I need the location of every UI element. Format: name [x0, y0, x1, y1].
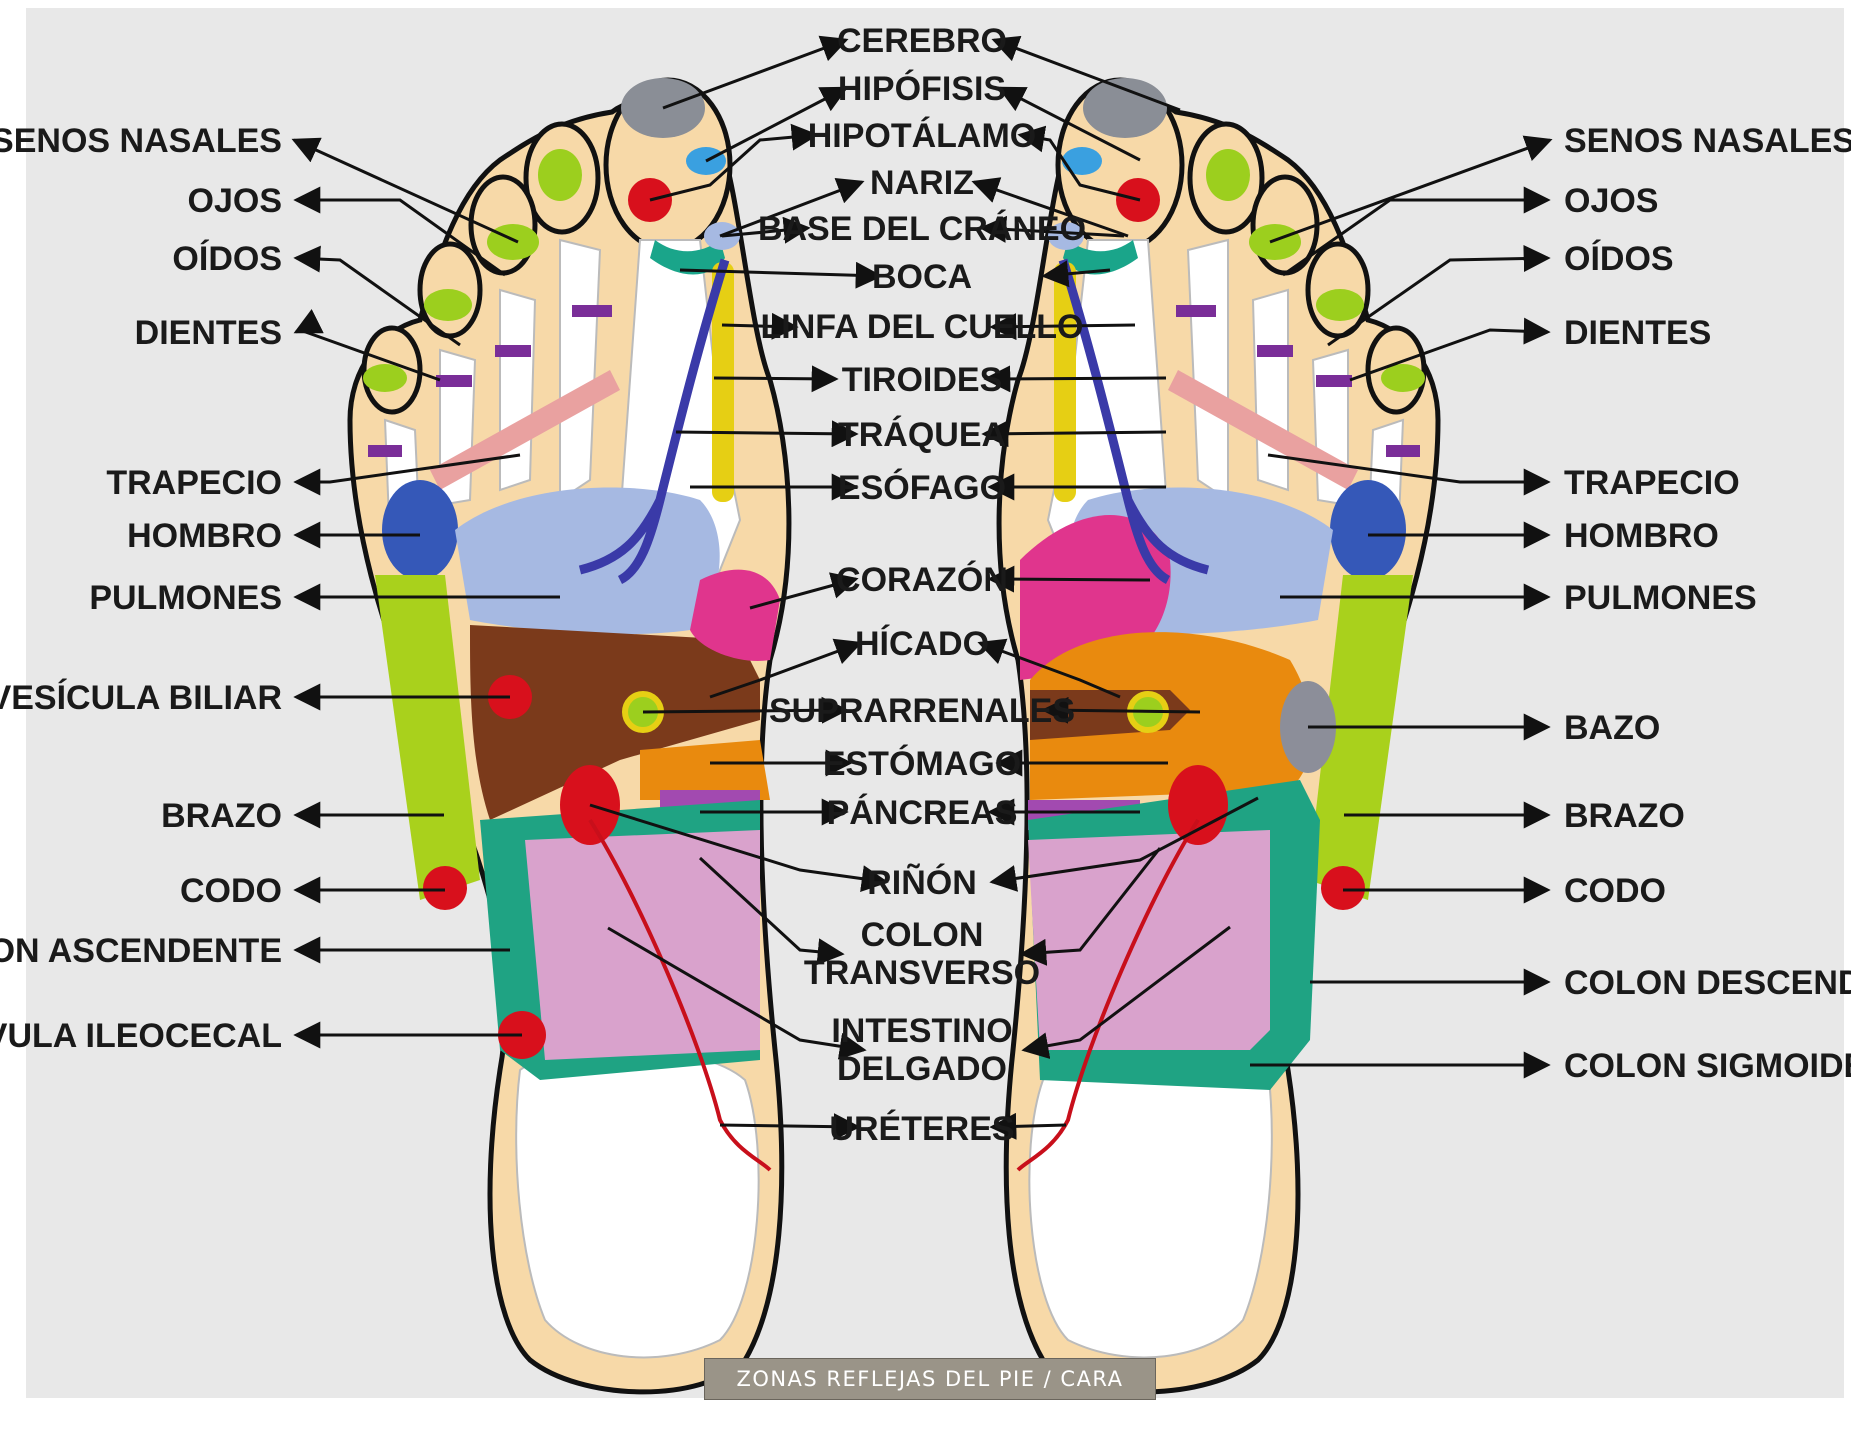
- label-boca: BOCA: [872, 258, 972, 296]
- label-brazo-right: BRAZO: [1564, 797, 1685, 835]
- label-codo-left: CODO: [180, 872, 282, 910]
- label-codo-right: CODO: [1564, 872, 1666, 910]
- label-traquea: TRÁQUEA: [838, 416, 1006, 454]
- right-heel-bone: [1029, 1049, 1271, 1358]
- left-heel-bone: [516, 1049, 758, 1358]
- label-higado: HÍCADO: [855, 625, 989, 663]
- right-dientes-band-2: [1257, 345, 1293, 357]
- label-pulmones-left: PULMONES: [89, 579, 282, 617]
- label-linfa-cuello: LINFA DEL CUELLO: [761, 308, 1084, 346]
- label-estomago: ESTÓMAGO: [823, 745, 1021, 783]
- label-hipofisis: HIPÓFISIS: [838, 70, 1006, 108]
- caption-text: ZONAS REFLEJAS DEL PIE / CARA PLANTAR: [705, 1359, 1155, 1439]
- label-trapecio-left: TRAPECIO: [106, 464, 282, 502]
- label-brazo-left: BRAZO: [161, 797, 282, 835]
- label-senos-nasales-left: SENOS NASALES: [0, 122, 282, 160]
- label-ojos-left: OJOS: [188, 182, 282, 220]
- right-senos-3: [1249, 224, 1301, 260]
- right-dientes-band-4: [1386, 445, 1420, 457]
- right-dientes-band-3: [1316, 375, 1352, 387]
- label-hombro-right: HOMBRO: [1564, 517, 1719, 555]
- label-dientes-right: DIENTES: [1564, 314, 1711, 352]
- right-dientes-band-1: [1176, 305, 1216, 317]
- label-tiroides: TIROIDES: [842, 361, 1003, 399]
- left-dientes-band-2: [495, 345, 531, 357]
- label-pancreas: PÁNCREAS: [827, 794, 1018, 832]
- right-hipofisis-zone: [1062, 147, 1102, 175]
- label-base-craneo: BASE DEL CRÁNEO: [758, 210, 1086, 248]
- left-hombro-zone: [382, 480, 458, 580]
- label-colon-transverso-2: TRANSVERSO: [804, 954, 1040, 992]
- label-oidos-left: OÍDOS: [172, 240, 282, 278]
- label-dientes-left: DIENTES: [135, 314, 282, 352]
- label-colon-descendente: COLON DESCENDENTE: [1564, 964, 1851, 1002]
- label-colon-transverso-1: COLON: [861, 916, 984, 954]
- foot-reflexology-diagram: CEREBRO HIPÓFISIS HIPOTÁLAMO NARIZ BASE …: [0, 0, 1851, 1404]
- right-rinon-zone: [1168, 765, 1228, 845]
- label-vesicula: VESÍCULA BILIAR: [0, 679, 282, 717]
- left-senos-2: [538, 149, 582, 201]
- label-nariz: NARIZ: [870, 164, 974, 202]
- label-pulmones-right: PULMONES: [1564, 579, 1757, 617]
- label-colon-sigmoideo: COLON SIGMOIDEO: [1564, 1047, 1851, 1085]
- label-intestino-1: INTESTINO: [831, 1012, 1012, 1050]
- label-cerebro: CEREBRO: [837, 22, 1007, 60]
- label-senos-nasales-right: SENOS NASALES: [1564, 122, 1851, 160]
- caption-bar: ZONAS REFLEJAS DEL PIE / CARA PLANTAR: [704, 1358, 1156, 1400]
- label-oidos-right: OÍDOS: [1564, 240, 1674, 278]
- label-hombro-left: HOMBRO: [127, 517, 282, 555]
- label-ureteres: URÉTERES: [829, 1110, 1014, 1148]
- left-dientes-band-3: [436, 375, 472, 387]
- label-suprarrenales: SUPRARRENALES: [769, 692, 1075, 730]
- reflexology-chart: CEREBRO HIPÓFISIS HIPOTÁLAMO NARIZ BASE …: [0, 0, 1851, 1404]
- label-valvula: VÁLVULA ILEOCECAL: [0, 1017, 282, 1055]
- left-senos-3: [487, 224, 539, 260]
- label-colon-ascendente: COLON ASCENDENTE: [0, 932, 282, 970]
- left-senos-4: [424, 289, 472, 321]
- right-hombro-zone: [1330, 480, 1406, 580]
- left-senos-5: [363, 364, 407, 392]
- right-senos-2: [1206, 149, 1250, 201]
- left-pulmones-zone: [455, 488, 720, 635]
- label-esofago: ESÓFAGO: [838, 469, 1006, 507]
- left-codo-point: [423, 866, 467, 910]
- label-trapecio-right: TRAPECIO: [1564, 464, 1740, 502]
- left-intestino-zone: [525, 830, 760, 1060]
- label-corazon: CORAZÓN: [836, 561, 1008, 599]
- left-dientes-band-1: [572, 305, 612, 317]
- left-dientes-band-4: [368, 445, 402, 457]
- label-rinon: RIÑÓN: [867, 864, 977, 902]
- right-senos-4: [1316, 289, 1364, 321]
- right-senos-5: [1381, 364, 1425, 392]
- label-intestino-2: DELGADO: [837, 1050, 1007, 1088]
- right-cerebro-zone: [1083, 78, 1167, 138]
- right-codo-point: [1321, 866, 1365, 910]
- label-bazo: BAZO: [1564, 709, 1660, 747]
- label-hipotalamo: HIPOTÁLAMO: [808, 117, 1037, 155]
- label-ojos-right: OJOS: [1564, 182, 1658, 220]
